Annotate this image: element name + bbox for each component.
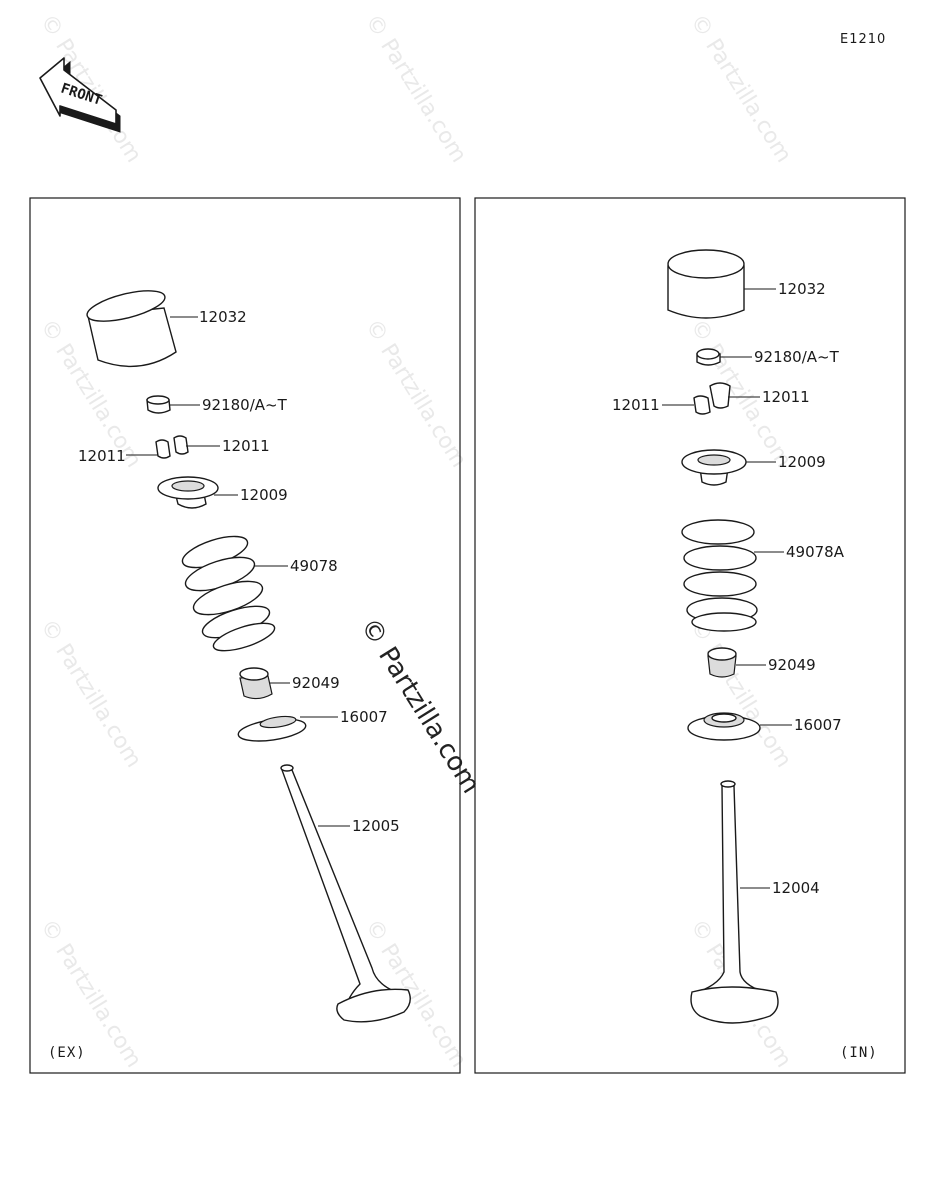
cotter-icon (693, 382, 731, 415)
intake-valve-icon (690, 780, 779, 1024)
watermark: © Partzilla.com (360, 10, 471, 167)
part-number-ex-tappet: 12032 (199, 308, 247, 326)
watermark-layer: © Partzilla.com © Partzilla.com © Partzi… (35, 10, 796, 1072)
exhaust-panel-label: (EX) (48, 1045, 86, 1061)
part-number-in-tappet: 12032 (778, 280, 826, 298)
stem-seal-icon (707, 647, 737, 678)
part-number-ex-spring: 49078 (290, 557, 338, 575)
watermark: © Partzilla.com (685, 615, 796, 772)
valve-spring-icon (681, 519, 758, 632)
stem-seal-icon (239, 667, 273, 700)
intake-panel-label: (IN) (840, 1045, 878, 1061)
diagram-code: E1210 (840, 32, 886, 47)
tappet-icon (86, 290, 177, 368)
shim-icon (146, 395, 171, 414)
tappet-icon (667, 249, 745, 319)
valve-spring-icon (181, 535, 276, 652)
part-number-ex-guide: 92049 (292, 674, 340, 692)
exhaust-panel-frame (29, 197, 461, 1074)
watermark: © Partzilla.com (360, 315, 471, 472)
retainer-icon (681, 449, 747, 486)
spring-seat-icon (687, 712, 761, 741)
exhaust-valve-icon (280, 764, 411, 1023)
part-number-in-guide: 92049 (768, 656, 816, 674)
part-number-ex-cotter-left: 12011 (78, 447, 126, 465)
part-number-in-cotter-right: 12011 (762, 388, 810, 406)
part-number-in-retainer: 12009 (778, 453, 826, 471)
shim-icon (696, 348, 721, 366)
exhaust-panel: 12032 92180/A~T 12011 12011 12009 (48, 290, 411, 1061)
cotter-icon (155, 435, 189, 459)
watermark: © Partzilla.com (35, 615, 146, 772)
part-number-in-seal-seat: 16007 (794, 716, 842, 734)
part-number-in-cotter-left: 12011 (612, 396, 660, 414)
part-number-ex-cotter-right: 12011 (222, 437, 270, 455)
part-number-ex-valve: 12005 (352, 817, 400, 835)
spring-seat-icon (237, 715, 307, 742)
part-number-in-spring: 49078A (786, 543, 845, 561)
part-number-ex-shim: 92180/A~T (202, 396, 288, 414)
retainer-icon (157, 476, 219, 509)
part-number-in-valve: 12004 (772, 879, 820, 897)
part-number-ex-seal-seat: 16007 (340, 708, 388, 726)
part-number-ex-retainer: 12009 (240, 486, 288, 504)
intake-panel-frame (474, 197, 906, 1074)
part-number-in-shim: 92180/A~T (754, 348, 840, 366)
intake-panel: 12032 92180/A~T 12011 12011 12009 (612, 249, 878, 1061)
watermark: © Partzilla.com (685, 10, 796, 167)
watermark-center: © Partzilla.com (354, 613, 486, 799)
